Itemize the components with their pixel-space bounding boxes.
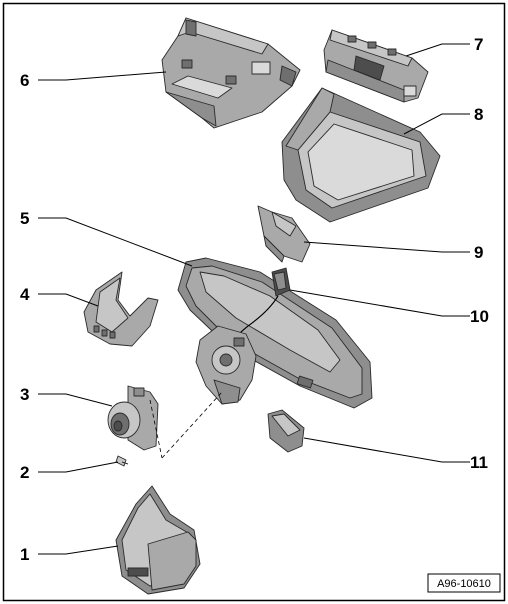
callout-1: 1 [20, 545, 29, 564]
callout-10: 10 [470, 307, 489, 326]
part-6-mounting-plate [161, 17, 301, 129]
leader-8 [403, 113, 470, 135]
leader-1 [38, 545, 119, 555]
callout-8: 8 [474, 105, 483, 124]
assembly-guide-lines [149, 391, 223, 459]
leader-4 [38, 293, 99, 307]
leader-10 [289, 289, 470, 317]
callout-6: 6 [20, 71, 29, 90]
part-5-mirror-housing [177, 257, 373, 409]
leader-2 [38, 461, 119, 473]
leader-11 [303, 437, 470, 463]
reference-code-box: A96-10610 [427, 573, 501, 593]
part-2-screw [115, 455, 129, 467]
callout-5: 5 [20, 209, 29, 228]
callout-9: 9 [474, 243, 483, 262]
part-7-electronic-module [323, 29, 429, 103]
leader-3 [38, 393, 113, 407]
mirror-mount-mechanism [195, 325, 257, 405]
part-10-cable [225, 267, 291, 353]
callout-4: 4 [20, 285, 30, 304]
callout-3: 3 [20, 385, 29, 404]
leader-5 [38, 217, 193, 267]
callout-7: 7 [474, 35, 483, 54]
leader-9 [303, 241, 470, 253]
part-1-outer-cover [115, 485, 201, 595]
leader-6 [38, 71, 167, 81]
reference-code: A96-10610 [437, 578, 491, 590]
part-4-trim-cover [83, 271, 159, 347]
callout-11: 11 [470, 453, 488, 472]
callout-2: 2 [20, 463, 29, 482]
part-9-bracket [257, 205, 311, 263]
part-11-clip [267, 409, 305, 453]
part-8-cover-shell [281, 87, 441, 223]
leader-7 [405, 43, 470, 57]
leader-lines [38, 43, 470, 555]
callout-labels: 1 2 3 4 5 6 7 8 9 10 11 [20, 35, 489, 564]
